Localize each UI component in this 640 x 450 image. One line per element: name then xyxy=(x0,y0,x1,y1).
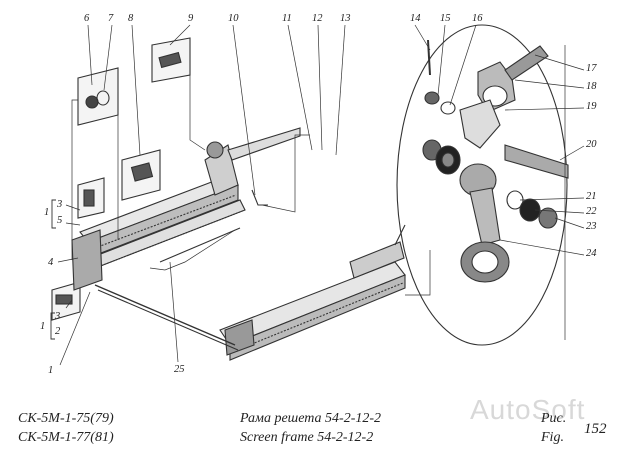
frame-side-bar xyxy=(219,224,406,361)
callout-13: 13 xyxy=(340,13,351,24)
tie-rod xyxy=(159,227,241,263)
inset-box-bolt-3-lower xyxy=(51,281,81,321)
callout-21: 21 xyxy=(586,191,597,202)
callout-12: 12 xyxy=(312,13,323,24)
frame-top-rail xyxy=(79,127,301,259)
callout-3-lower: 3 xyxy=(55,311,61,322)
assembly-lines xyxy=(71,45,566,340)
callout-10: 10 xyxy=(228,13,239,24)
callout-20: 20 xyxy=(586,139,597,150)
bracket-10 xyxy=(251,189,268,206)
callout-1-upper: 1 xyxy=(44,207,50,218)
inset-box-bolt-3 xyxy=(77,177,105,219)
bracket-mark-upper xyxy=(51,199,56,229)
figure-title-ru: Рама решета 54-2-12-2 xyxy=(240,411,382,426)
callout-9: 9 xyxy=(188,13,194,24)
callout-1-lower: 1 xyxy=(48,365,54,376)
leader-lines xyxy=(57,24,585,366)
inset-box-washers-6-7 xyxy=(77,67,119,126)
callout-16: 16 xyxy=(472,13,483,24)
figure-label-ru: Рис. xyxy=(541,411,567,426)
callout-1-middle: 1 xyxy=(40,321,46,332)
inset-box-bolt-8 xyxy=(121,149,161,201)
model-label-1: СК-5М-1-75(79) xyxy=(18,411,114,426)
figure-number: 152 xyxy=(584,421,607,437)
callout-8: 8 xyxy=(128,13,134,24)
callout-4: 4 xyxy=(48,257,54,268)
callout-7: 7 xyxy=(108,13,114,24)
model-label-2: СК-5М-1-77(81) xyxy=(18,430,114,445)
bracket-mark-lower xyxy=(50,312,55,340)
callout-17: 17 xyxy=(586,63,597,74)
figure-label-en: Fig. xyxy=(541,430,564,445)
figure-title-en: Screen frame 54-2-12-2 xyxy=(240,430,374,445)
callout-24: 24 xyxy=(586,248,597,259)
inset-box-bolt-9 xyxy=(151,37,191,83)
callout-5: 5 xyxy=(57,215,63,226)
callout-19: 19 xyxy=(586,101,597,112)
callout-2: 2 xyxy=(55,326,61,337)
callout-14: 14 xyxy=(410,13,421,24)
callout-25: 25 xyxy=(174,364,185,375)
callout-23: 23 xyxy=(586,221,597,232)
callout-18: 18 xyxy=(586,81,597,92)
watermark-logo: AutoSoft xyxy=(470,394,586,425)
diagonal-bar xyxy=(94,284,236,346)
callout-3-upper: 3 xyxy=(57,199,63,210)
callout-11: 11 xyxy=(282,13,292,24)
connecting-rod-assembly xyxy=(396,24,569,346)
callout-22: 22 xyxy=(586,206,597,217)
callout-15: 15 xyxy=(440,13,451,24)
frame-bottom-rail xyxy=(71,199,246,291)
callout-6: 6 xyxy=(84,13,90,24)
